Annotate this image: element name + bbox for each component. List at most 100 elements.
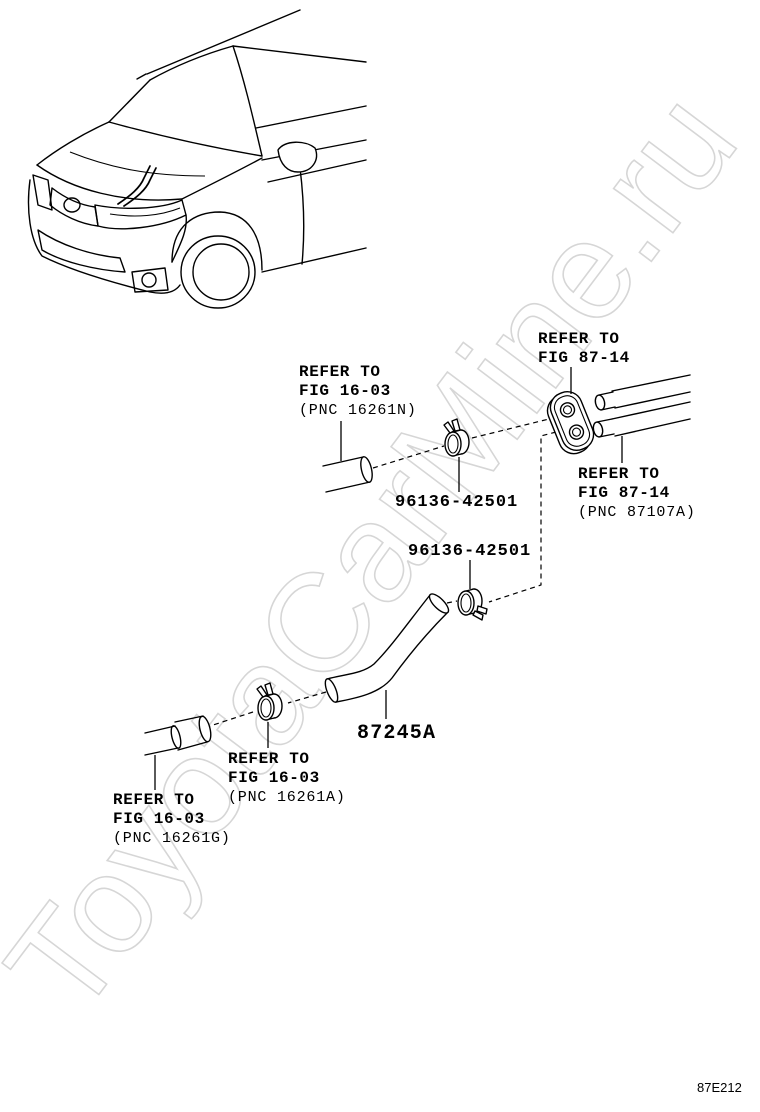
front-wheel-rim — [192, 243, 250, 301]
clamp-ear — [451, 418, 461, 432]
emblem — [63, 197, 81, 213]
hose-edge — [326, 594, 431, 680]
a-pillar — [232, 45, 263, 157]
pipe-pair — [592, 374, 691, 438]
callout-line: FIG 16-03 — [299, 382, 391, 400]
lower-pipe-edge — [144, 725, 179, 756]
callout-line: REFER TO — [299, 363, 381, 381]
grommet-hole — [568, 424, 585, 440]
cowl-line — [108, 121, 263, 157]
hose-end-opening — [324, 678, 339, 703]
lower-pipe-opening — [592, 421, 604, 438]
side-window-line — [255, 105, 367, 129]
clamp-ear — [472, 610, 484, 621]
clamp-ear — [443, 421, 455, 434]
windshield-left-pillar — [108, 79, 151, 123]
upper-hose-edge — [322, 456, 364, 467]
assembly-line — [372, 445, 445, 469]
roof-rail — [232, 45, 367, 63]
clamp-ear — [256, 685, 268, 698]
lower-pipe-ring — [170, 725, 182, 749]
rocker-line — [261, 247, 367, 273]
headlight-far — [32, 174, 53, 211]
body-crease — [267, 159, 367, 183]
side-mirror — [277, 141, 318, 173]
callout-line: REFER TO — [228, 750, 310, 768]
antenna — [136, 73, 147, 80]
hood-left-edge — [36, 121, 110, 166]
upper-hose-opening — [360, 456, 373, 483]
roof-far-edge — [146, 9, 301, 75]
clamp-band-front — [444, 431, 462, 457]
assembly-line — [287, 691, 327, 704]
vehicle-illustration — [27, 9, 367, 309]
figure-code: 87E212 — [697, 1080, 742, 1095]
clamp-band-inner — [447, 434, 459, 454]
callout-line: FIG 87-14 — [578, 484, 670, 502]
upper-hose-edge — [325, 481, 371, 493]
callout-pipes-ref: REFER TO FIG 87-14 (PNC 87107A) — [578, 465, 696, 521]
callout-pnc: (PNC 16261G) — [113, 830, 231, 847]
grommet-hole-inner — [571, 427, 582, 437]
windshield-header — [149, 45, 234, 81]
callout-grommet-ref: REFER TO FIG 87-14 — [538, 330, 630, 367]
callout-line: REFER TO — [538, 330, 620, 348]
front-tire — [180, 235, 256, 309]
washer-hose-location — [123, 167, 157, 207]
clamp-ear — [264, 682, 274, 696]
clamp-band-inner — [260, 698, 272, 718]
grommet — [546, 391, 595, 455]
clamp-band-front — [257, 695, 275, 721]
washer-hose-location — [117, 165, 151, 205]
bumper-corner — [171, 214, 187, 263]
assembly-line — [471, 417, 554, 439]
hose-body — [327, 595, 448, 702]
callout-line: FIG 16-03 — [113, 810, 205, 828]
upper-clamp-part-number: 96136-42501 — [395, 493, 518, 512]
hood-crease — [69, 151, 206, 177]
middle-hose-clamp — [457, 588, 488, 621]
wheel-arch — [171, 211, 263, 271]
grommet-hole-inner — [562, 405, 573, 415]
assembly-line — [446, 600, 458, 604]
assembly-line — [488, 431, 557, 603]
clamp-ear — [476, 605, 488, 615]
callout-upper-hose-ref: REFER TO FIG 16-03 (PNC 16261N) — [299, 363, 417, 419]
middle-clamp-part-number: 96136-42501 — [408, 542, 531, 561]
callout-line: REFER TO — [578, 465, 660, 483]
callout-line: REFER TO — [113, 791, 195, 809]
callout-line: FIG 87-14 — [538, 349, 630, 367]
callout-lower-pipe-ref: REFER TO FIG 16-03 (PNC 16261G) — [113, 791, 231, 847]
clamp-band-front — [457, 590, 475, 616]
upper-pipe-opening — [594, 394, 606, 411]
assembly-line — [209, 711, 254, 727]
hose-edge — [335, 611, 449, 703]
lower-pipe-opening — [198, 715, 212, 743]
front-grille — [49, 187, 99, 227]
grommet-hole — [559, 402, 576, 418]
washer-hose — [324, 593, 450, 703]
lower-pipe-end — [144, 715, 212, 756]
clamp-band-inner — [460, 593, 472, 613]
callout-pnc: (PNC 87107A) — [578, 504, 696, 521]
hood-right-edge — [181, 157, 263, 200]
lower-pipe-edge — [611, 401, 691, 437]
callout-line: FIG 16-03 — [228, 769, 320, 787]
upper-pipe-edge — [611, 374, 691, 409]
callout-pnc: (PNC 16261A) — [228, 789, 346, 806]
grommet-rim — [553, 395, 591, 447]
lower-hose-clamp — [256, 682, 283, 721]
hose-end-opening — [428, 593, 450, 614]
door-front-gap — [299, 167, 305, 265]
upper-hose-end — [322, 456, 373, 493]
hood-front-edge — [36, 164, 183, 201]
front-bumper — [27, 179, 181, 294]
upper-hose-clamp — [443, 418, 470, 457]
lower-pipe-nozzle — [174, 715, 208, 751]
callout-pnc: (PNC 16261N) — [299, 402, 417, 419]
headlight-near-inner — [109, 207, 181, 217]
fog-lamp-housing — [131, 267, 169, 293]
callout-lower-clamp-ref: REFER TO FIG 16-03 (PNC 16261A) — [228, 750, 346, 806]
